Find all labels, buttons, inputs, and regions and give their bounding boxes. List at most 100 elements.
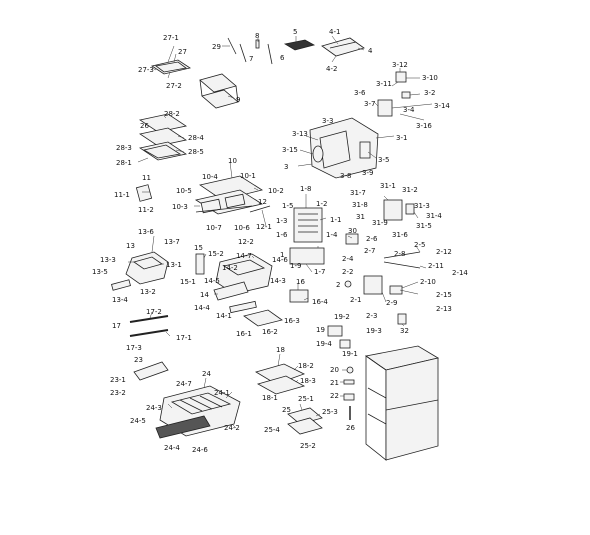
label-19: 19 — [316, 326, 325, 334]
part-2-10-block — [389, 285, 403, 295]
label-14-4: 14-4 — [194, 304, 210, 312]
label-3-13: 3-13 — [292, 130, 308, 138]
label-28-2: 28-2 — [164, 110, 180, 118]
part-25-box-lower — [287, 417, 323, 435]
label-25: 25 — [282, 406, 291, 414]
label-14-6: 14-6 — [272, 256, 288, 264]
label-3-16: 3-16 — [416, 122, 432, 130]
label-13-3: 13-3 — [100, 256, 116, 264]
part-23-handle — [133, 361, 169, 381]
label-2-13: 2-13 — [436, 305, 452, 313]
label-2-8: 2-8 — [394, 250, 405, 258]
label-1-6: 1-6 — [276, 231, 288, 239]
part-22-clip — [343, 393, 355, 401]
label-26: 26 — [140, 122, 149, 130]
label-3-11: 3-11 — [376, 80, 392, 88]
label-19-3: 19-3 — [366, 327, 382, 335]
label-24-2: 24-2 — [224, 424, 240, 432]
label-2-15: 2-15 — [436, 291, 452, 299]
label-11-1: 11-1 — [114, 191, 130, 199]
leader-lines — [128, 35, 433, 429]
part-20-fastener — [346, 366, 354, 374]
label-18: 18 — [276, 346, 285, 354]
label-3-7: 3-7 — [364, 100, 375, 108]
label-11: 11 — [142, 174, 151, 182]
label-10-4: 10-4 — [202, 173, 218, 181]
part-29-bar — [227, 37, 237, 55]
label-1-8: 1-8 — [300, 185, 311, 193]
label-27-1: 27-1 — [163, 34, 179, 42]
label-14-1: 14-1 — [216, 312, 232, 320]
label-10-5: 10-5 — [176, 187, 192, 195]
label-15-2: 15-2 — [208, 250, 224, 258]
label-19-1: 19-1 — [342, 350, 358, 358]
label-13-1: 13-1 — [166, 261, 182, 269]
part-7-rail — [239, 43, 247, 63]
label-9: 9 — [236, 96, 240, 104]
part-9-shelf-top — [199, 73, 237, 93]
label-1-3: 1-3 — [276, 217, 287, 225]
label-16: 16 — [296, 278, 305, 286]
part-10-shelf-top — [199, 175, 264, 201]
label-12: 12 — [258, 198, 267, 206]
label-27-3: 27-3 — [138, 66, 154, 74]
label-18-1: 18-1 — [262, 394, 278, 402]
label-32: 32 — [400, 327, 409, 335]
cabinet-shelf-2 — [367, 413, 387, 425]
label-10-2: 10-2 — [268, 187, 284, 195]
label-30: 30 — [348, 227, 357, 235]
label-3-3: 3-3 — [322, 117, 333, 125]
label-24-3: 24-3 — [146, 404, 162, 412]
part-24-grid-2 — [189, 397, 213, 410]
label-3-6: 3-6 — [354, 89, 366, 97]
label-25-3: 25-3 — [322, 408, 338, 416]
part-24-4-front — [155, 415, 211, 439]
label-17-1: 17-1 — [176, 334, 192, 342]
part-28-shelf-1 — [138, 113, 188, 133]
label-6: 6 — [280, 54, 285, 62]
part-4-cover-line — [329, 41, 357, 49]
part-24-grid-1 — [179, 399, 203, 412]
label-2-9: 2-9 — [386, 299, 397, 307]
label-1-9: 1-9 — [290, 262, 301, 270]
label-2-7: 2-7 — [364, 247, 375, 255]
label-16-3: 16-3 — [284, 317, 300, 325]
part-10-panel-a — [200, 198, 222, 214]
label-23: 23 — [134, 356, 143, 364]
label-2-1: 2-1 — [350, 296, 361, 304]
label-25-4: 25-4 — [264, 426, 280, 434]
label-14-5: 14-5 — [204, 277, 220, 285]
label-2-14: 2-14 — [452, 269, 468, 277]
label-28-4: 28-4 — [188, 134, 204, 142]
label-24-5: 24-5 — [130, 417, 146, 425]
part-number-labels: 27-1 27 27-3 27-2 29 8 7 6 5 4-1 4 4-2 9… — [92, 28, 468, 454]
label-29: 29 — [212, 43, 221, 51]
part-17-rail-a — [129, 315, 169, 323]
part-16-basket — [289, 289, 309, 303]
label-10-3: 10-3 — [172, 203, 188, 211]
part-1-cover — [293, 207, 323, 243]
part-28-glass — [142, 144, 182, 159]
part-18-shelf — [255, 363, 306, 385]
label-1-2: 1-2 — [316, 200, 327, 208]
label-3-5: 3-5 — [378, 156, 389, 164]
label-25-2: 25-2 — [300, 442, 316, 450]
label-3-8: 3-8 — [340, 172, 351, 180]
label-3-12: 3-12 — [392, 61, 408, 69]
label-13-6: 13-6 — [138, 228, 154, 236]
label-31-4: 31-4 — [426, 212, 442, 220]
part-9-leg-a — [199, 79, 203, 97]
part-15-hinge — [195, 253, 205, 275]
label-31-9: 31-9 — [372, 219, 388, 227]
label-13: 13 — [126, 242, 135, 250]
part-12-rail — [249, 205, 271, 213]
part-3-2-clip — [401, 91, 411, 99]
label-10-1: 10-1 — [240, 172, 256, 180]
label-25-1: 25-1 — [298, 395, 314, 403]
part-3-12-switch — [395, 71, 407, 83]
label-16-2: 16-2 — [262, 328, 278, 336]
part-11-bracket — [135, 184, 153, 202]
label-31-3: 31-3 — [414, 202, 430, 210]
label-3-2: 3-2 — [424, 89, 435, 97]
label-22: 22 — [330, 392, 339, 400]
